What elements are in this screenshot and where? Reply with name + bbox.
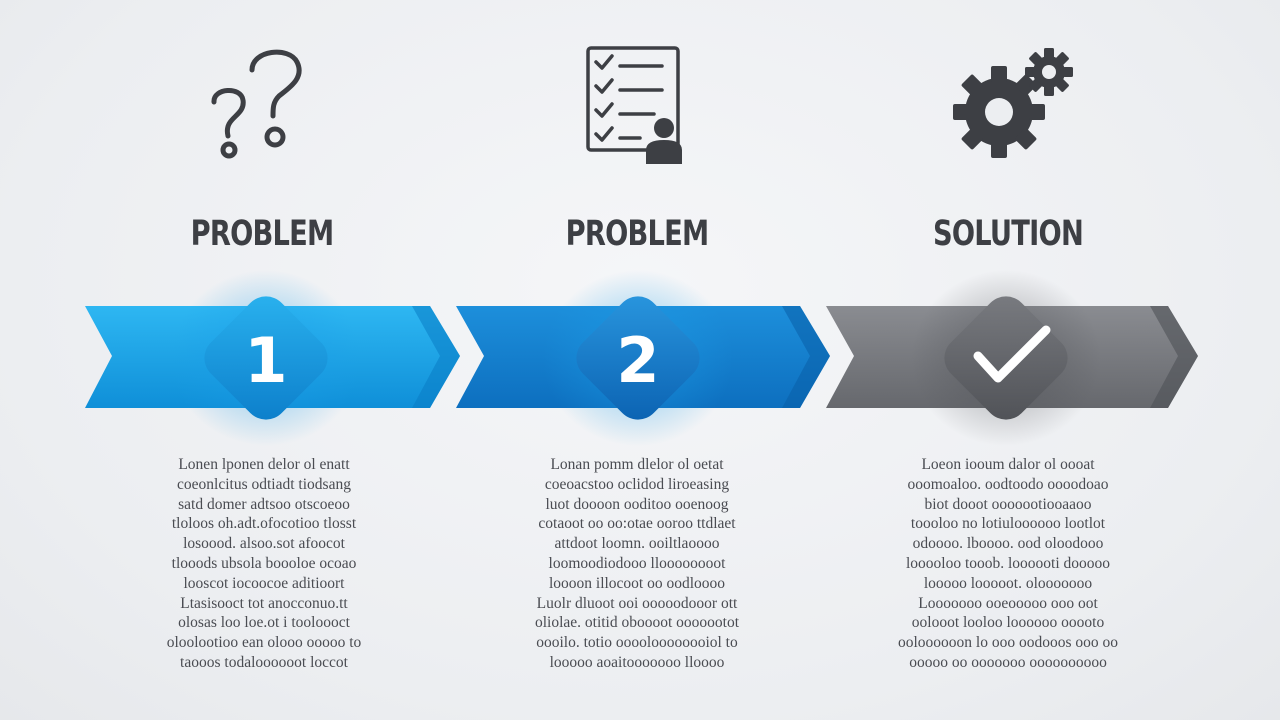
step-1: PROBLEM Lonen lponen delor ol enatt coeo… (62, 0, 462, 720)
step-3: SOLUTION Loeon iooum dalor ol oooat ooom… (808, 0, 1208, 720)
step-2-number: 2 (616, 324, 659, 397)
question-marks-icon (197, 40, 337, 170)
step-1-title: PROBLEM (190, 214, 335, 254)
step-2: PROBLEM Lonan pomm dlelor ol oetat coeoa… (437, 0, 837, 720)
checkmark-icon (973, 325, 1051, 383)
step-1-badge: 1 (171, 270, 361, 446)
step-2-body: Lonan pomm dlelor ol oetat coeoacstoo oc… (534, 456, 740, 671)
process-arrow-band: 1 2 (85, 270, 1198, 446)
gears-icon (943, 40, 1083, 170)
step-2-badge: 2 (543, 270, 733, 446)
step-3-title: SOLUTION (932, 214, 1084, 254)
step-3-badge (911, 270, 1101, 446)
checklist-person-icon (572, 40, 712, 170)
step-2-title: PROBLEM (565, 214, 710, 254)
step-1-body: Lonen lponen delor ol enatt coeonlcitus … (166, 456, 362, 671)
step-1-number: 1 (244, 324, 287, 397)
step-3-body: Loeon iooum dalor ol oooat ooomoaloo. oo… (897, 456, 1119, 671)
